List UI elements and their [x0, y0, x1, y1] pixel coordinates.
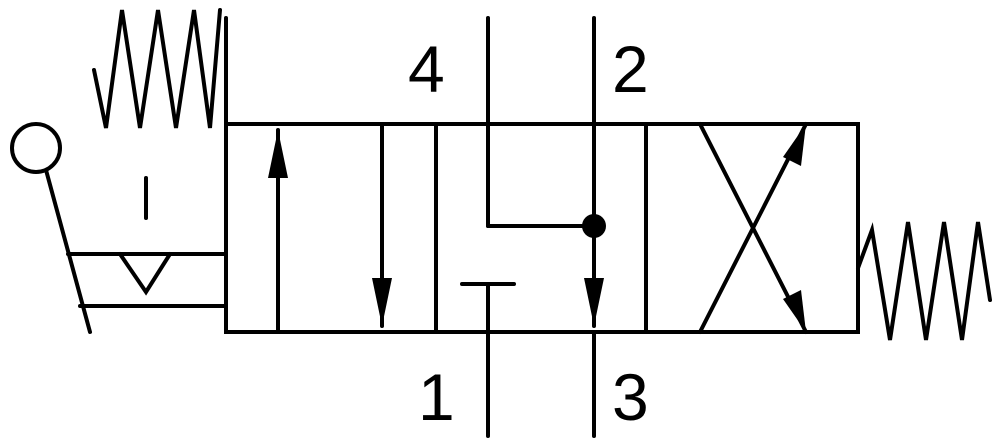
detent-notch-icon [66, 176, 228, 308]
port-label-3: 3 [612, 360, 649, 434]
port-label-2: 2 [612, 32, 649, 106]
junction-dot [582, 214, 606, 238]
valve-body [224, 122, 860, 334]
cell-1-flow [268, 122, 392, 334]
cell-3-flow [698, 122, 808, 334]
left-spring-icon [92, 8, 222, 129]
lever-with-ball-icon [10, 122, 92, 334]
port-label-1: 1 [418, 360, 455, 434]
right-spring-icon [856, 221, 992, 341]
port-label-4: 4 [408, 32, 445, 106]
